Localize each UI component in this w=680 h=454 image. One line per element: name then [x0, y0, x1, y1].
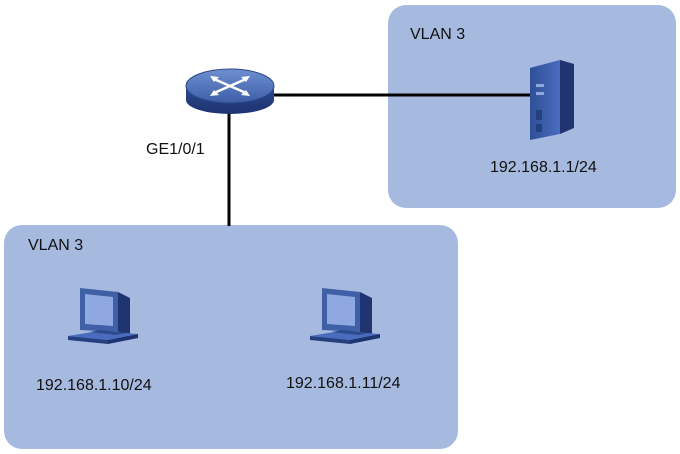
- vlan-label-bottom: VLAN 3: [28, 237, 84, 254]
- port-label: GE1/0/1: [146, 141, 205, 158]
- vlan-label-top: VLAN 3: [410, 26, 466, 43]
- host-ip-2: 192.168.1.11/24: [286, 375, 401, 392]
- server-ip: 192.168.1.1/24: [490, 159, 597, 176]
- host-ip-1: 192.168.1.10/24: [36, 377, 152, 394]
